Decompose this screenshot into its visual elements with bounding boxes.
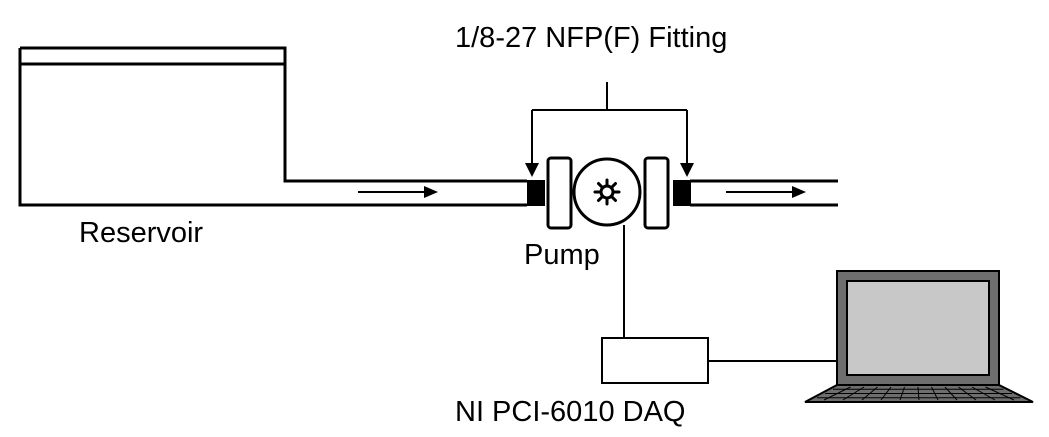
- daq-label: NI PCI-6010 DAQ: [455, 396, 686, 428]
- flow-arrow-icon: [726, 186, 806, 198]
- pump-inlet-flange: [546, 156, 573, 230]
- fitting-callout: [531, 82, 688, 164]
- fitting-label: 1/8-27 NFP(F) Fitting: [455, 22, 728, 54]
- daq-box: [601, 337, 709, 384]
- laptop-icon: [804, 270, 1034, 403]
- pump-outlet-flange: [643, 156, 670, 230]
- fitting-arrow-icon: [525, 163, 539, 177]
- fitting-arrow-icon: [680, 163, 694, 177]
- pump-impeller-icon: [593, 178, 621, 206]
- reservoir-tank: [18, 46, 527, 207]
- reservoir-label: Reservoir: [79, 217, 204, 249]
- signal-wires: [623, 225, 848, 362]
- inlet-fitting: [527, 180, 545, 206]
- flow-arrow-icon: [358, 186, 438, 198]
- outlet-fitting: [673, 180, 691, 206]
- outlet-pipe: [690, 179, 838, 207]
- pump-label: Pump: [524, 239, 600, 271]
